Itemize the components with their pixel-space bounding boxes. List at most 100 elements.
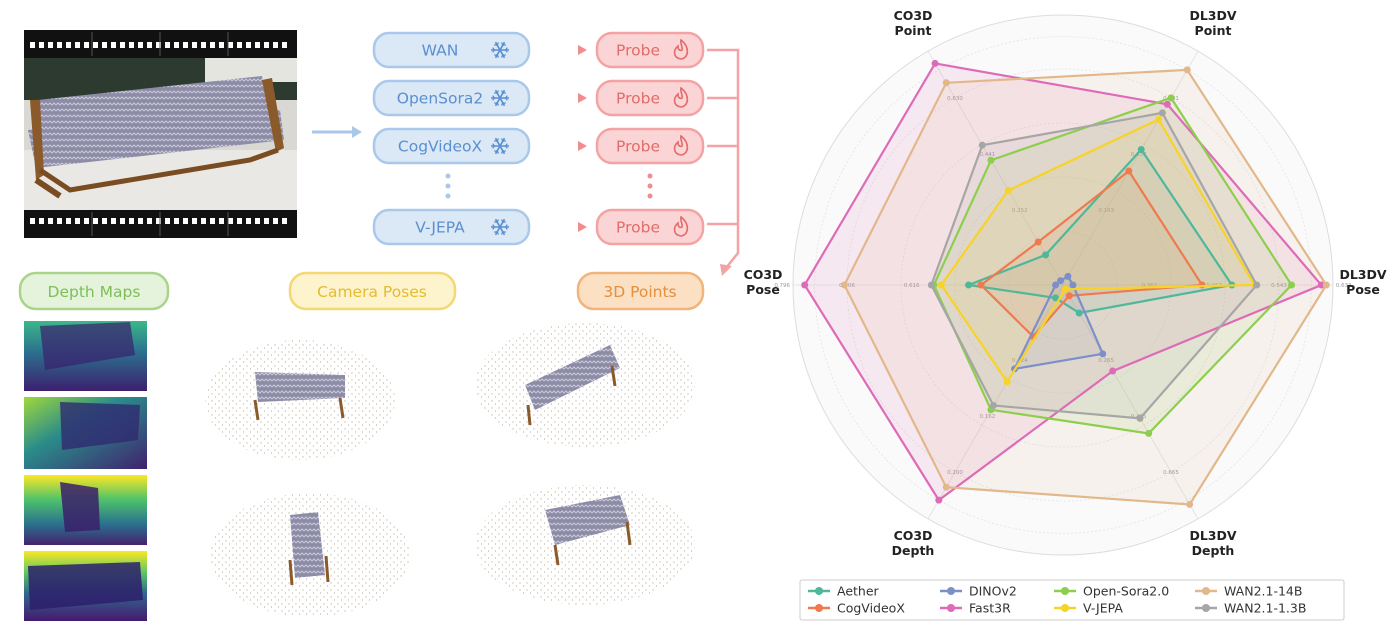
series-point (1052, 281, 1060, 289)
sprocket-hole (201, 218, 206, 224)
radar-spoke (927, 284, 1064, 520)
chart-legend: AetherCogVideoXDINOv2Fast3ROpen-Sora2.0V… (799, 579, 1345, 621)
legend-label: CogVideoX (837, 601, 905, 616)
sprocket-hole (165, 42, 170, 48)
radar-tick-label: 0.796 (774, 283, 790, 289)
sprocket-hole (39, 42, 44, 48)
model-row: OpenSora2 Probe (372, 79, 705, 117)
legend-item: CogVideoX (808, 601, 905, 616)
legend-label: DINOv2 (969, 584, 1017, 599)
series-point (942, 79, 950, 87)
ellipsis-dots (445, 173, 653, 199)
camera-poses-box: Camera Poses (288, 271, 457, 311)
model-box: OpenSora2 (372, 79, 531, 117)
series-point (1198, 281, 1206, 289)
sprocket-hole (228, 218, 233, 224)
model-label: CogVideoX (398, 138, 483, 156)
series-point (942, 483, 950, 491)
sprocket-hole (120, 218, 125, 224)
arrowhead (578, 141, 587, 151)
point-cloud-view-2 (475, 323, 695, 447)
series-point (1052, 294, 1060, 302)
depth-map-thumbnails (24, 321, 147, 621)
radar-tick-label: 0.162 (980, 414, 996, 420)
sprocket-hole (237, 218, 242, 224)
sprocket-hole (210, 42, 215, 48)
depth-maps-box: Depth Maps (18, 271, 170, 311)
sprocket-hole (57, 42, 62, 48)
sprocket-hole (147, 42, 152, 48)
series-point (1317, 281, 1325, 289)
point-cloud-view-3 (210, 493, 410, 617)
series-point (1034, 238, 1042, 246)
film-sprocket-holes (30, 32, 287, 236)
legend-label: Open-Sora2.0 (1083, 584, 1169, 599)
radar-chart: 0.2520.4410.6300.1930.3370.4810.3620.452… (744, 8, 1387, 558)
model-label: OpenSora2 (397, 90, 483, 108)
series-point (1061, 285, 1069, 293)
sprocket-hole (219, 42, 224, 48)
sprocket-hole (93, 218, 98, 224)
sprocket-hole (156, 218, 161, 224)
sprocket-hole (120, 42, 125, 48)
probe-box: Probe (595, 127, 705, 165)
sprocket-hole (75, 218, 80, 224)
series-point (931, 59, 939, 67)
sprocket-hole (165, 218, 170, 224)
sprocket-hole (228, 42, 233, 48)
series-point (1099, 350, 1107, 358)
legend-marker (1061, 587, 1069, 595)
series-point (1183, 66, 1191, 74)
sprocket-hole (66, 218, 71, 224)
fire-icon (673, 134, 689, 156)
sprocket-hole (129, 42, 134, 48)
sprocket-hole (75, 42, 80, 48)
legend-item: WAN2.1-1.3B (1195, 601, 1306, 616)
legend-label: Fast3R (969, 601, 1011, 616)
radar-spoke (1062, 284, 1199, 520)
input-arrowhead (352, 126, 362, 138)
sprocket-hole (264, 42, 269, 48)
series-point (1042, 251, 1050, 259)
depth-maps-label: Depth Maps (48, 283, 141, 301)
3d-points-label: 3D Points (603, 283, 676, 301)
sprocket-hole (39, 218, 44, 224)
sprocket-hole (192, 42, 197, 48)
depth-map-4 (24, 551, 147, 621)
model-box: V-JEPA (372, 208, 531, 246)
sprocket-hole (84, 42, 89, 48)
probe-box: Probe (595, 79, 705, 117)
series-point (1186, 500, 1194, 508)
radar-tick-label: 0.337 (1131, 152, 1147, 158)
radar-tick-label: 0.543 (1271, 283, 1287, 289)
series-point (1057, 277, 1065, 285)
series-point (978, 141, 986, 149)
legend-marker (1202, 587, 1210, 595)
input-video-frame (24, 30, 297, 238)
legend-marker (815, 604, 823, 612)
sprocket-hole (138, 218, 143, 224)
sprocket-hole (156, 42, 161, 48)
radar-tick-label: 0.265 (1098, 358, 1114, 364)
probe-bracket (707, 48, 740, 276)
radar-tick-label: 0.362 (1142, 283, 1158, 289)
legend-marker (947, 587, 955, 595)
sprocket-hole (174, 218, 179, 224)
series-point (840, 281, 848, 289)
sprocket-hole (210, 218, 215, 224)
sprocket-hole (129, 218, 134, 224)
sprocket-hole (264, 218, 269, 224)
series-point (935, 496, 943, 504)
sprocket-hole (48, 42, 53, 48)
model-label: V-JEPA (415, 219, 465, 237)
series-point (1004, 186, 1012, 194)
arrowhead (578, 222, 587, 232)
sprocket-hole (255, 218, 260, 224)
